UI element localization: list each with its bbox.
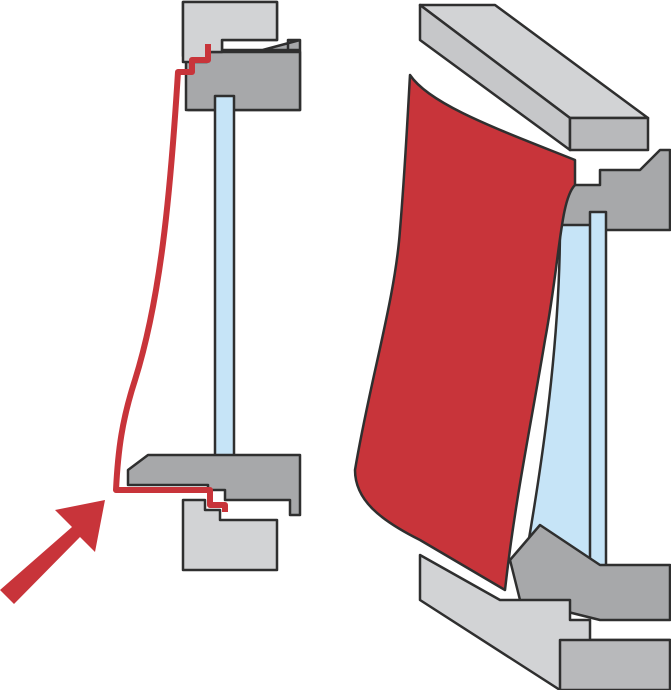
membrane-section bbox=[113, 44, 228, 512]
top-frame-side bbox=[568, 116, 650, 152]
glass-edge-3d bbox=[588, 210, 608, 594]
top-sash-3d bbox=[558, 148, 671, 232]
glass-pane bbox=[213, 94, 236, 472]
bottom-frame-side bbox=[558, 638, 671, 690]
bottom-sash bbox=[126, 453, 302, 517]
perspective-view bbox=[353, 3, 671, 690]
cross-section bbox=[0, 0, 302, 604]
membrane-sheet bbox=[353, 73, 577, 592]
bottom-frame bbox=[181, 498, 279, 572]
arrow-icon bbox=[0, 500, 105, 604]
